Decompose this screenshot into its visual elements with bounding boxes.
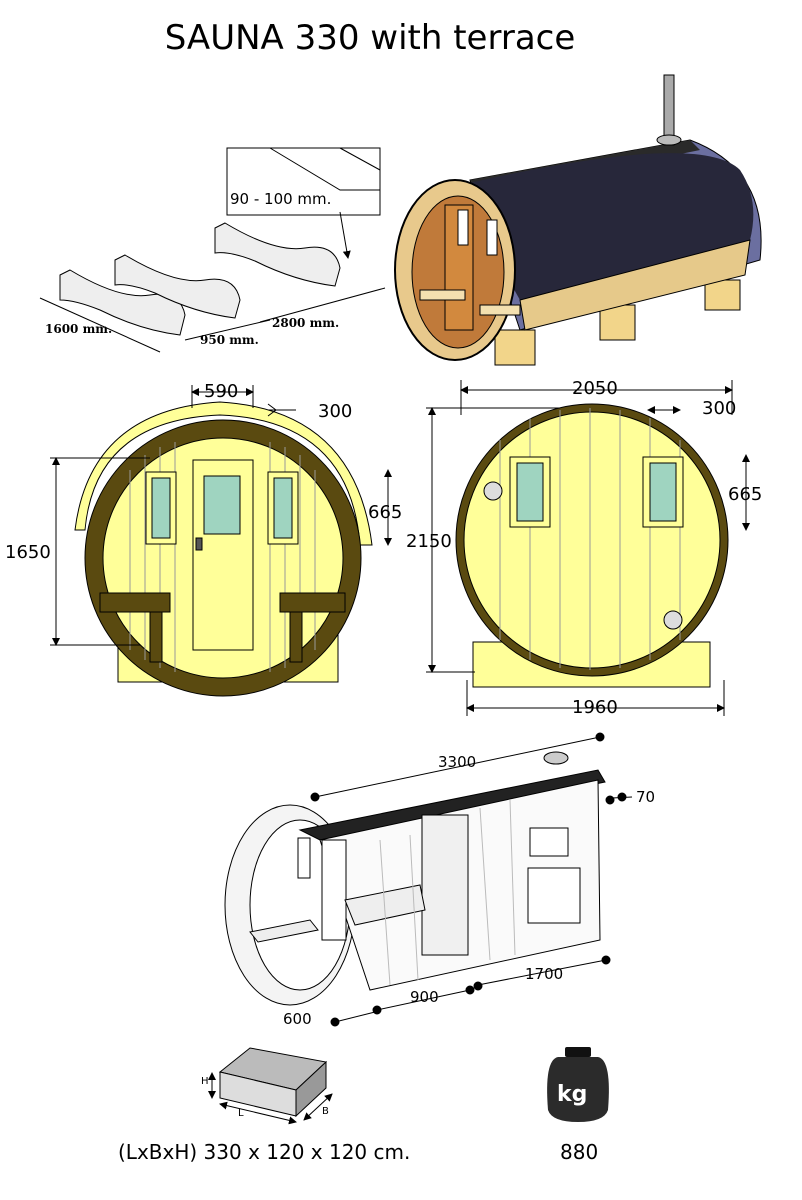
foundation-beam-3 [214, 222, 341, 287]
package-l-label: L [238, 1108, 244, 1119]
interior-terrace-label: 600 [283, 1010, 312, 1028]
weight-kg-icon [547, 1047, 609, 1122]
back-elevation [426, 380, 750, 716]
back-roof-overhang-label: 300 [702, 398, 737, 419]
back-total-height-label: 2150 [406, 531, 452, 552]
package-h-label: H [201, 1076, 209, 1087]
weight-icon-text: kg [557, 1082, 588, 1107]
foundation-inset-label: 90 - 100 mm. [230, 190, 332, 208]
interior-changing-room-label: 900 [410, 988, 439, 1006]
front-elevation [50, 385, 392, 697]
foundation-drawing [39, 147, 386, 353]
package-dimensions-label: (LxBxH) 330 x 120 x 120 cm. [118, 1140, 411, 1164]
foundation-length-label: 2800 mm. [272, 316, 340, 330]
back-window-height-label: 665 [728, 484, 763, 505]
package-box-icon [208, 1047, 333, 1125]
interior-total-length-label: 3300 [438, 753, 477, 771]
back-outer-width-label: 2050 [572, 378, 618, 399]
front-wall-height-label: 1650 [5, 542, 51, 563]
foundation-width-label: 1600 mm. [45, 322, 113, 336]
interior-wall-thickness-label: 70 [636, 788, 656, 806]
foundation-detail-inset [226, 147, 381, 216]
front-window-height-label: 665 [368, 502, 403, 523]
foundation-beam-1 [59, 269, 186, 336]
weight-value: 880 [560, 1140, 599, 1164]
interior-cutaway [224, 732, 633, 1027]
foundation-beam-2 [114, 254, 241, 319]
package-b-label: B [322, 1106, 329, 1117]
front-window-width-label: 590 [204, 381, 239, 402]
page-title: SAUNA 330 with terrace [164, 18, 576, 58]
foundation-spacing-label: 950 mm. [200, 333, 259, 347]
sauna-exterior-render [394, 74, 762, 366]
front-roof-overhang-label: 300 [318, 401, 353, 422]
back-base-width-label: 1960 [572, 697, 618, 718]
interior-heater-room-label: 1700 [525, 965, 564, 983]
